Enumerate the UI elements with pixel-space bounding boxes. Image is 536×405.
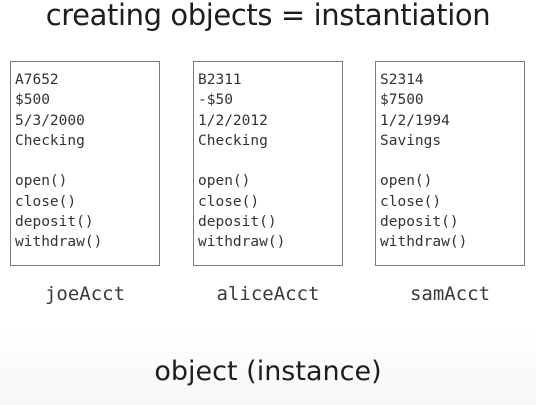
- section-spacer: [15, 151, 159, 171]
- field-balance: -$50: [198, 92, 233, 109]
- method-deposit: deposit(): [380, 214, 459, 231]
- slide-title: creating objects = instantiation: [45, 0, 491, 32]
- section-spacer: [198, 151, 342, 171]
- method-open: open(): [15, 173, 68, 190]
- method-withdraw: withdraw(): [198, 234, 286, 251]
- object-name-label: joeAcct: [44, 283, 126, 305]
- method-close: close(): [198, 193, 260, 210]
- object-name-label: aliceAcct: [216, 283, 320, 305]
- field-account-id: S2314: [380, 72, 424, 88]
- method-deposit: deposit(): [198, 214, 277, 231]
- field-account-id: A7652: [15, 72, 59, 88]
- object-name-label: samAcct: [409, 283, 491, 305]
- field-balance: $7500: [380, 92, 424, 109]
- field-date-opened: 5/3/2000: [15, 112, 85, 129]
- method-withdraw: withdraw(): [15, 234, 103, 251]
- field-account-type: Checking: [15, 132, 85, 149]
- method-close: close(): [380, 193, 442, 210]
- field-balance: $500: [15, 92, 50, 109]
- method-open: open(): [380, 173, 433, 190]
- section-spacer: [380, 151, 524, 171]
- footer-caption: object (instance): [154, 356, 382, 387]
- object-card-aliceacct: B2311 -$50 1/2/2012 Checking open() clos…: [193, 61, 343, 266]
- method-close: close(): [15, 193, 77, 210]
- field-account-id: B2311: [198, 72, 242, 88]
- field-account-type: Savings: [380, 132, 442, 149]
- field-account-type: Checking: [198, 132, 268, 149]
- field-date-opened: 1/2/2012: [198, 112, 268, 129]
- field-date-opened: 1/2/1994: [380, 112, 450, 129]
- object-card-samacct: S2314 $7500 1/2/1994 Savings open() clos…: [375, 61, 525, 266]
- method-open: open(): [198, 173, 251, 190]
- method-deposit: deposit(): [15, 214, 94, 231]
- object-card-joeacct: A7652 $500 5/3/2000 Checking open() clos…: [10, 61, 160, 266]
- method-withdraw: withdraw(): [380, 234, 468, 251]
